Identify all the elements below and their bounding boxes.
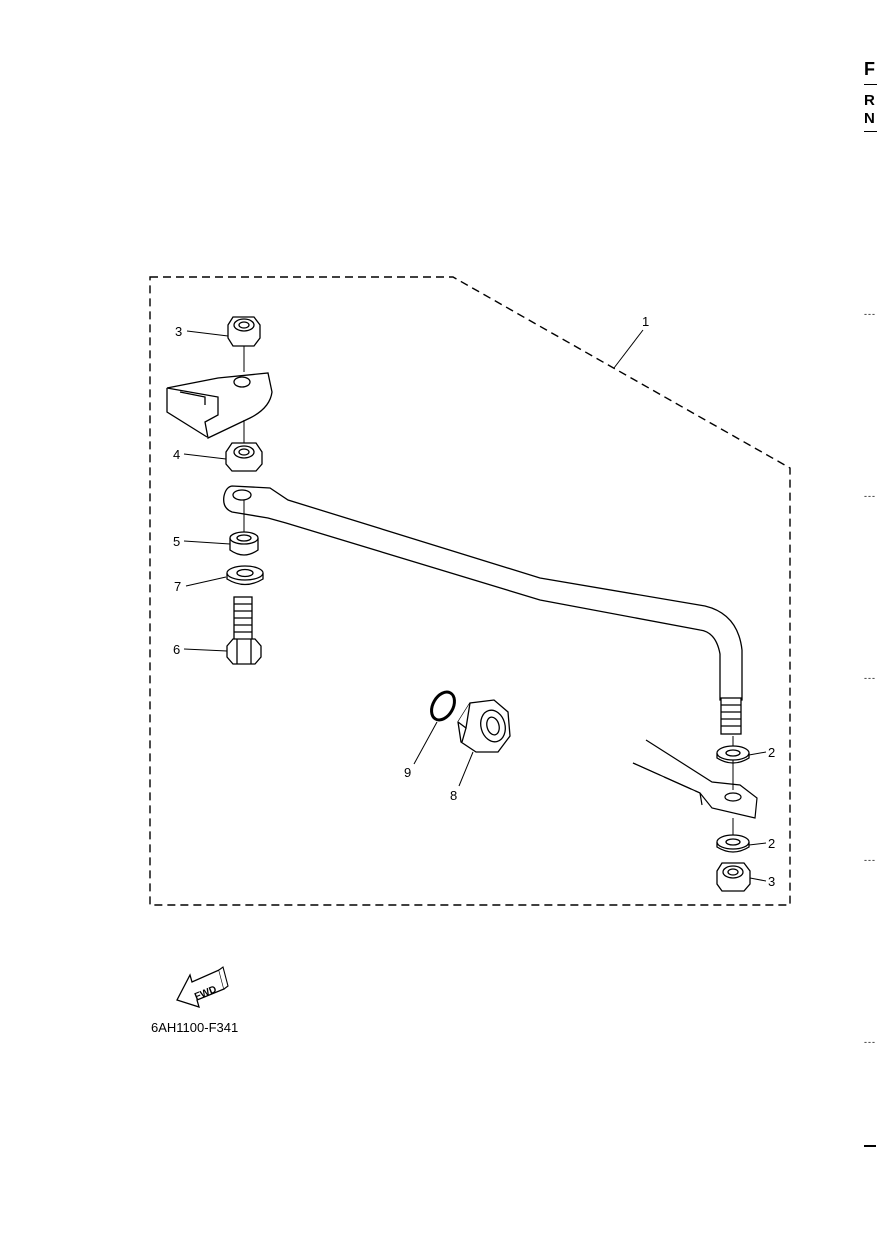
leader-lines bbox=[183, 329, 767, 882]
edge-dash: --- bbox=[864, 855, 876, 865]
edge-letter-r: R bbox=[864, 92, 875, 109]
callout-labels: 1 2 2 3 3 4 5 6 7 8 9 bbox=[173, 314, 775, 889]
callout-2-upper: 2 bbox=[768, 745, 775, 760]
washer bbox=[226, 565, 264, 586]
edge-rule bbox=[864, 1145, 876, 1147]
large-nut bbox=[457, 699, 511, 753]
edge-dash: --- bbox=[864, 1037, 876, 1047]
callout-7: 7 bbox=[174, 579, 181, 594]
assembly-boundary bbox=[149, 276, 791, 906]
callout-6: 6 bbox=[173, 642, 180, 657]
hex-nut bbox=[225, 442, 263, 472]
callout-3-top: 3 bbox=[175, 324, 182, 339]
edge-letter-n: N bbox=[864, 110, 875, 127]
callout-9: 9 bbox=[404, 765, 411, 780]
callout-5: 5 bbox=[173, 534, 180, 549]
callout-1: 1 bbox=[642, 314, 649, 329]
washer-upper bbox=[716, 745, 750, 764]
callout-2-lower: 2 bbox=[768, 836, 775, 851]
o-ring bbox=[430, 690, 456, 722]
steering-arm bbox=[632, 739, 758, 819]
steering-rod bbox=[223, 485, 743, 735]
lock-nut-bottom bbox=[716, 862, 751, 892]
edge-dash: --- bbox=[864, 309, 876, 319]
edge-dash: --- bbox=[864, 673, 876, 683]
lock-nut-top bbox=[227, 316, 261, 347]
washer-lower bbox=[716, 834, 750, 853]
edge-rule bbox=[864, 84, 877, 85]
callout-8: 8 bbox=[450, 788, 457, 803]
edge-dash: --- bbox=[864, 491, 876, 501]
axis-lines bbox=[243, 346, 734, 835]
mount-bracket bbox=[166, 372, 273, 439]
collar bbox=[229, 531, 259, 556]
edge-letter-f: F bbox=[864, 59, 875, 79]
callout-4: 4 bbox=[173, 447, 180, 462]
edge-rule bbox=[864, 131, 877, 132]
callout-3-bottom: 3 bbox=[768, 874, 775, 889]
part-code: 6AH1100-F341 bbox=[151, 1020, 239, 1035]
fwd-arrow-icon: FWD bbox=[176, 966, 229, 1008]
bolt bbox=[226, 596, 262, 665]
